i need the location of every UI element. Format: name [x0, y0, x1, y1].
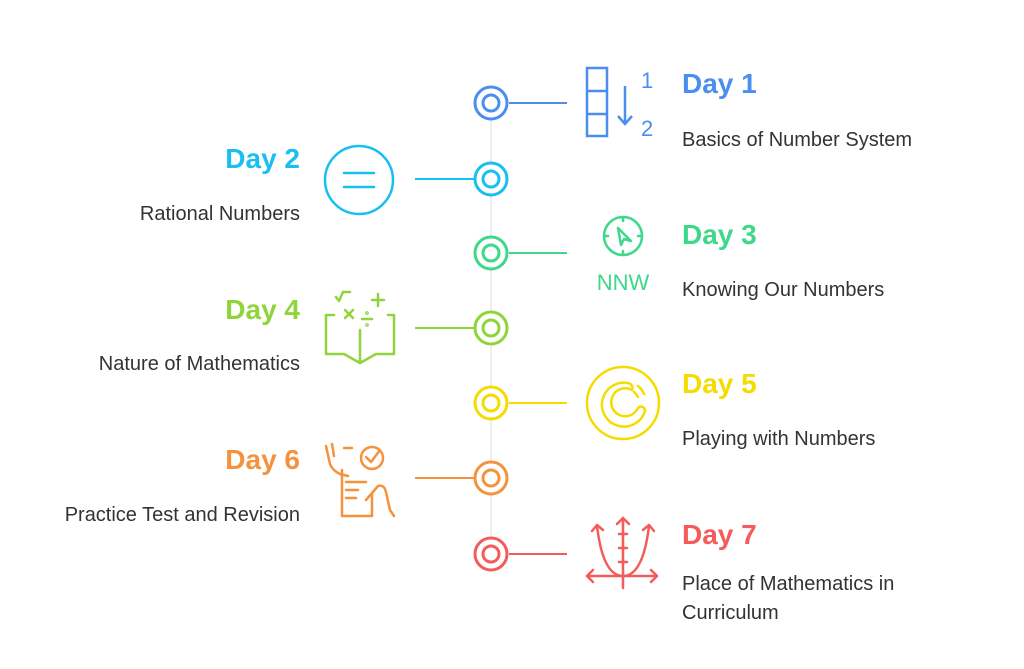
- connector-line: [509, 102, 567, 104]
- timeline-node-icon: [473, 85, 509, 121]
- equals-circle-icon: [323, 144, 395, 216]
- connector-line: [415, 327, 475, 329]
- svg-text:1: 1: [641, 68, 653, 93]
- step-title: Knowing Our Numbers: [682, 279, 885, 301]
- step-title: Playing with Numbers: [682, 428, 876, 450]
- timeline-node-icon: [473, 536, 509, 572]
- connector-line: [509, 553, 567, 555]
- svg-text:NNW: NNW: [597, 270, 650, 294]
- math-book-icon: [324, 290, 396, 365]
- step-title: Basics of Number System: [682, 129, 913, 151]
- compass-nnw-icon: NNW: [597, 215, 650, 294]
- connector-line: [509, 402, 567, 404]
- step-title: Nature of Mathematics: [98, 353, 300, 375]
- connector-line: [415, 178, 475, 180]
- svg-text:2: 2: [641, 116, 653, 141]
- timeline-node-icon: [473, 460, 509, 496]
- step-day-label: Day 3: [682, 219, 757, 250]
- play-dial-icon: [585, 365, 661, 441]
- parabola-graph-icon: [585, 516, 659, 590]
- connector-line: [415, 477, 475, 479]
- timeline-node-icon: [473, 385, 509, 421]
- timeline-node-icon: [473, 235, 509, 271]
- connector-line: [509, 252, 567, 254]
- checklist-clipboard-icon: [324, 442, 396, 518]
- sort-numeric-icon: 1 2: [585, 66, 653, 141]
- step-day-label: Day 2: [225, 143, 300, 174]
- step-day-label: Day 7: [682, 519, 757, 550]
- step-title: Place of Mathematics in Curriculum: [682, 573, 895, 624]
- step-title: Rational Numbers: [139, 203, 300, 225]
- step-day-label: Day 4: [225, 294, 300, 325]
- step-title: Practice Test and Revision: [64, 504, 300, 526]
- timeline-node-icon: [473, 161, 509, 197]
- step-day-label: Day 1: [682, 68, 757, 99]
- step-day-label: Day 5: [682, 368, 757, 399]
- timeline-node-icon: [473, 310, 509, 346]
- step-day-label: Day 6: [225, 444, 300, 475]
